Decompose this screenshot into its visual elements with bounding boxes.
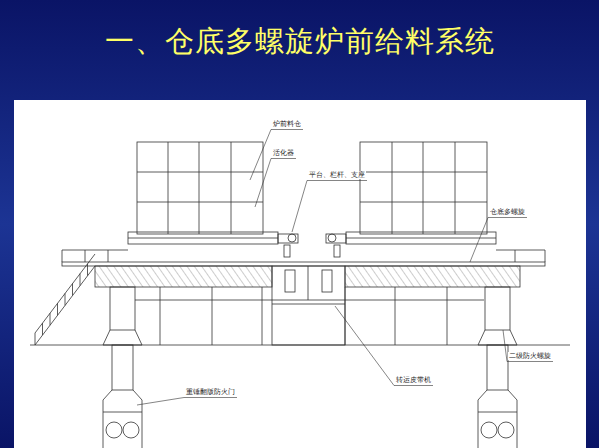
silo xyxy=(137,142,263,234)
leader-line xyxy=(470,218,527,263)
callout-label: 仓底多螺旋 xyxy=(489,208,526,216)
activator xyxy=(128,232,278,244)
drive-unit xyxy=(278,234,298,257)
drive-unit xyxy=(326,234,346,257)
callout-label: 活化器 xyxy=(272,149,295,157)
ground-line xyxy=(30,345,570,346)
activator xyxy=(346,232,496,244)
support-frame xyxy=(135,287,484,345)
leader-line xyxy=(250,130,303,181)
chute xyxy=(478,287,517,448)
callout-label: 平台、栏杆、支座 xyxy=(308,171,366,179)
bottom-screws xyxy=(345,266,520,287)
stair xyxy=(35,254,95,345)
chute xyxy=(103,287,142,448)
callout-label: 重锤翻版防火门 xyxy=(185,388,236,396)
slide-title: 一、仓底多螺旋炉前给料系统 xyxy=(0,22,599,62)
callout-label: 炉前料仓 xyxy=(272,120,302,128)
leader-line xyxy=(255,159,296,208)
platform xyxy=(62,262,545,266)
leader-line xyxy=(292,181,367,233)
leader-line xyxy=(335,306,433,386)
transfer-conveyor xyxy=(272,266,345,345)
leader-line xyxy=(137,398,237,406)
silo xyxy=(360,142,487,234)
callout-label: 转运皮带机 xyxy=(395,376,432,384)
drawing-panel xyxy=(14,100,586,448)
bottom-screws xyxy=(95,266,272,287)
callout-label: 二级防火螺旋 xyxy=(508,352,552,360)
leader-line xyxy=(503,330,553,362)
